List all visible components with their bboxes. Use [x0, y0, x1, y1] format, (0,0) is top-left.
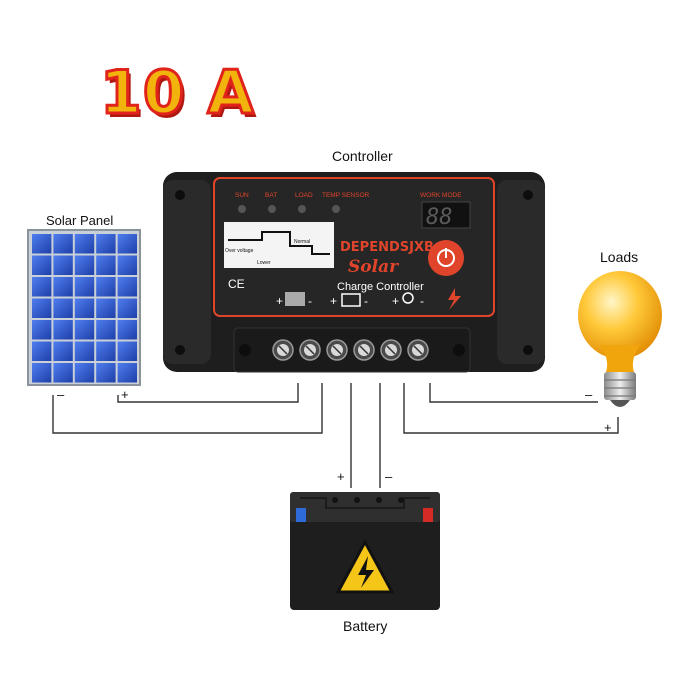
solar-script-label: Solar: [348, 257, 399, 277]
charge-controller: SUN BAT LOAD TEMP SENSOR WORK MODE 88 Ov…: [163, 172, 545, 373]
panel-minus-mark: –: [57, 387, 65, 402]
battery-minus-mark: –: [385, 469, 393, 484]
solar-cell: [74, 320, 95, 340]
battery-terminal-icon: [341, 293, 361, 307]
screw-terminal: [353, 339, 375, 361]
wire-panel-positive: [117, 383, 299, 403]
normal-label: Normal: [294, 239, 310, 245]
svg-text:+: +: [276, 294, 283, 308]
solar-cell: [32, 277, 52, 297]
solar-cell: [32, 341, 52, 361]
solar-cell: [53, 341, 73, 361]
svg-text:+: +: [330, 294, 337, 308]
screw-terminal: [326, 339, 348, 361]
indicator-temp-label: TEMP SENSOR: [322, 192, 370, 199]
solar-cell: [117, 255, 137, 275]
solar-cell: [117, 234, 137, 254]
load-terminal-icon: [402, 292, 414, 304]
solar-cell: [117, 363, 137, 383]
solar-cell: [32, 234, 52, 254]
panel-plus-mark: +: [121, 387, 129, 402]
light-bulb: [578, 271, 662, 407]
svg-text:-: -: [308, 294, 312, 308]
solar-cell: [53, 277, 73, 297]
solar-cell: [74, 234, 95, 254]
solar-cell: [32, 320, 52, 340]
wires: [52, 383, 619, 488]
wire-panel-negative: [52, 383, 323, 434]
solar-cell: [96, 341, 116, 361]
loads-label: Loads: [600, 249, 639, 265]
solar-cell: [53, 298, 73, 318]
status-legend: [224, 222, 334, 268]
solar-cell: [53, 363, 73, 383]
solar-cell: [32, 298, 52, 318]
svg-text:-: -: [364, 294, 368, 308]
led-bat: [268, 205, 276, 213]
solar-cell: [53, 234, 73, 254]
solar-panel: [27, 229, 141, 386]
solar-cell: [96, 298, 116, 318]
indicator-sun-label: SUN: [235, 192, 249, 199]
display-digits: 88: [426, 205, 453, 230]
controller-label: Controller: [332, 148, 393, 164]
svg-text:+: +: [392, 294, 399, 308]
solar-cell: [74, 255, 95, 275]
solar-cell: [74, 363, 95, 383]
indicator-load-label: LOAD: [295, 192, 313, 199]
battery-label: Battery: [343, 618, 388, 634]
work-mode-label: WORK MODE: [420, 192, 462, 199]
solar-cell: [96, 277, 116, 297]
led-load: [298, 205, 306, 213]
solar-cell: [74, 277, 95, 297]
screw-terminal: [407, 339, 429, 361]
solar-cell: [117, 277, 137, 297]
temp-sensor-port: [332, 205, 340, 213]
solar-cell: [117, 341, 137, 361]
solar-cell: [117, 298, 137, 318]
wire-load-negative: [429, 383, 598, 403]
battery-negative-post: [296, 508, 306, 522]
solar-cell: [96, 255, 116, 275]
solar-cell: [53, 255, 73, 275]
solar-terminal-icon: [285, 292, 305, 306]
screw-terminal: [299, 339, 321, 361]
mounting-hole: [239, 344, 251, 356]
screw-terminals: [239, 339, 465, 361]
battery-plus-mark: +: [337, 469, 345, 484]
solar-cell: [32, 255, 52, 275]
brand-label: DEPENDSJXB: [340, 240, 434, 255]
solar-cell: [117, 320, 137, 340]
lightning-icon: [448, 288, 461, 310]
indicator-bat-label: BAT: [265, 192, 277, 199]
screw-terminal: [272, 339, 294, 361]
battery: [290, 492, 440, 610]
solar-panel-label: Solar Panel: [46, 213, 114, 228]
lower-label: Lower: [257, 260, 271, 266]
solar-cell: [96, 234, 116, 254]
wire-load-positive: [403, 383, 619, 434]
solar-cell: [53, 320, 73, 340]
load-minus-mark: –: [585, 387, 593, 402]
terminal-labels: + - + - + -: [276, 292, 424, 308]
amperage-title: 10 A: [99, 57, 256, 130]
battery-positive-post: [423, 508, 433, 522]
charge-controller-label: Charge Controller: [337, 281, 424, 293]
mounting-hole: [453, 344, 465, 356]
terminal-strip: [233, 327, 471, 373]
solar-cell: [32, 363, 52, 383]
over-voltage-label: Over voltage: [225, 248, 254, 254]
solar-cell: [74, 341, 95, 361]
solar-cell: [96, 363, 116, 383]
solar-cell: [74, 298, 95, 318]
screw-terminal: [380, 339, 402, 361]
segment-display: [421, 201, 471, 229]
ce-mark: CE: [228, 277, 245, 291]
load-plus-mark: +: [604, 420, 612, 435]
solar-cell: [96, 320, 116, 340]
led-sun: [238, 205, 246, 213]
svg-text:-: -: [420, 294, 424, 308]
